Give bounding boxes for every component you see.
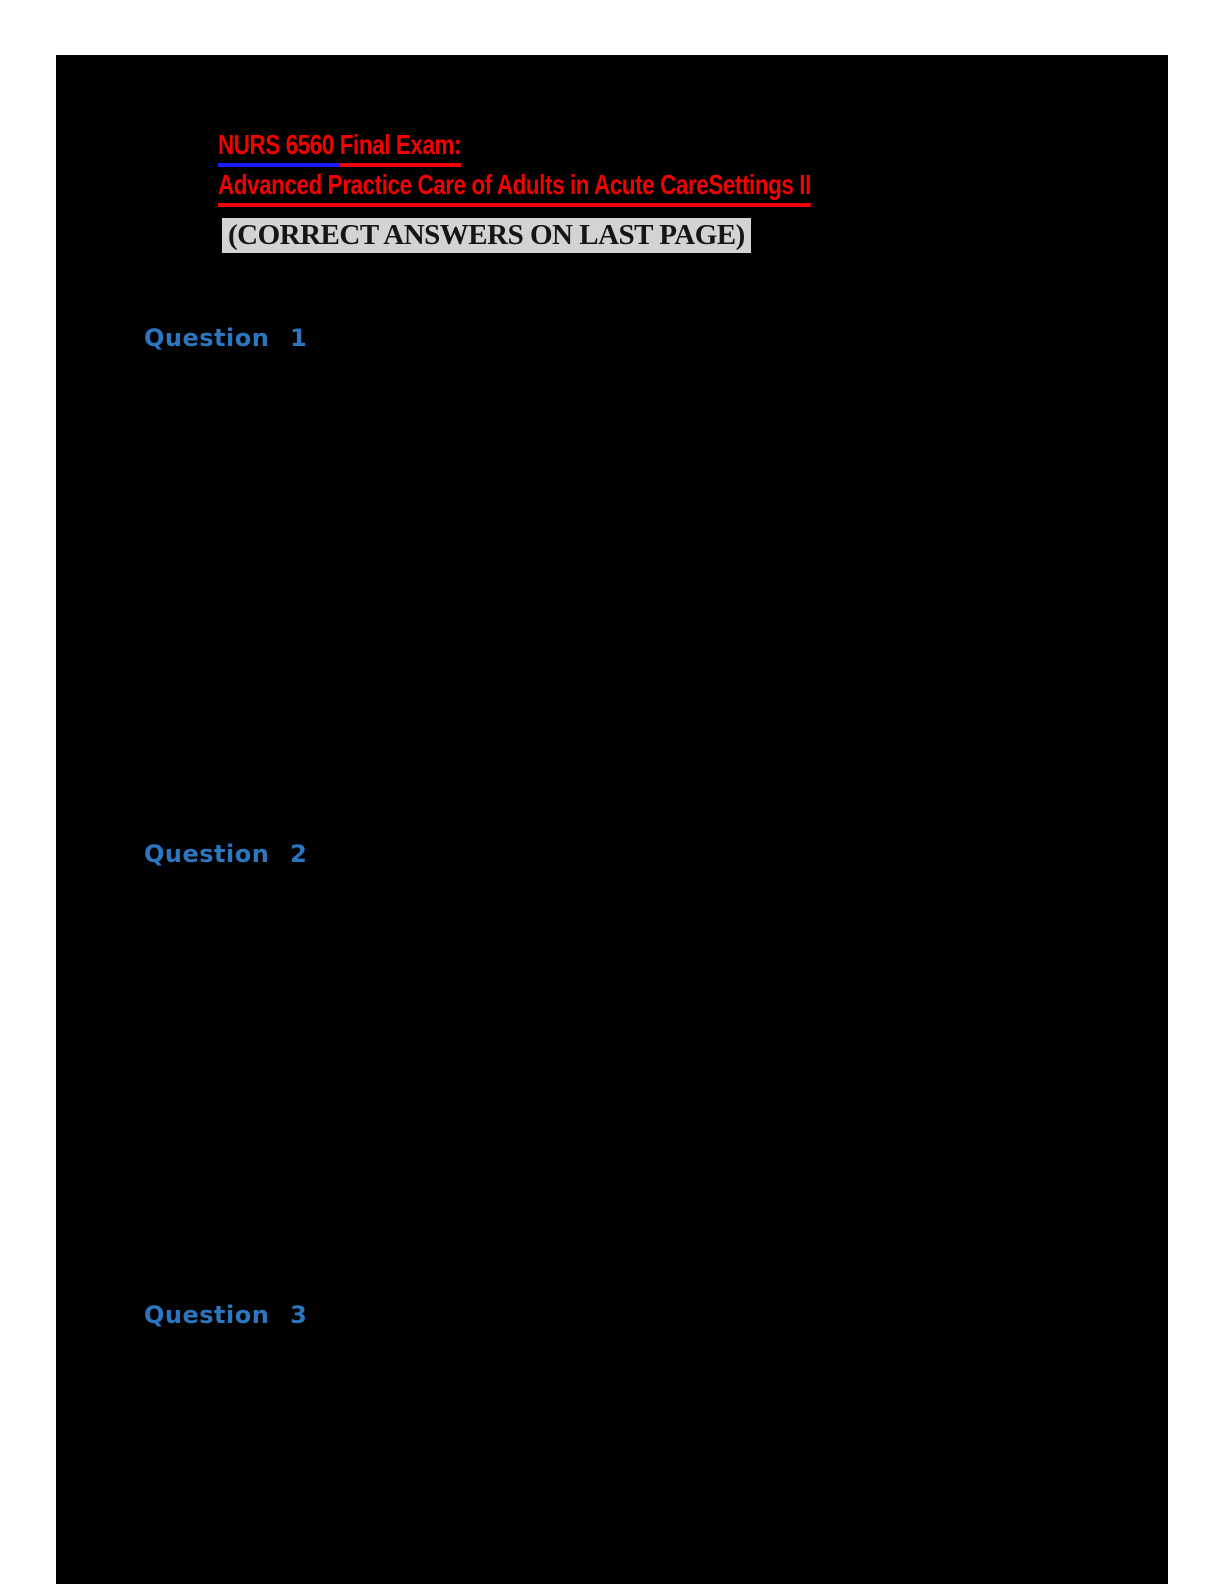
- exam-title-line1: NURS 6560 Final Exam:: [218, 129, 461, 167]
- correct-answers-banner: (CORRECT ANSWERS ON LAST PAGE): [222, 218, 751, 253]
- exam-title-suffix: Final Exam:: [339, 129, 461, 167]
- exam-title-line2: Advanced Practice Care of Adults in Acut…: [218, 169, 811, 207]
- exam-subtitle: Advanced Practice Care of Adults in Acut…: [218, 169, 811, 207]
- question-2-heading: Question 2: [144, 840, 308, 868]
- exam-course-code: NURS 6560: [218, 129, 340, 167]
- question-3-heading: Question 3: [144, 1301, 308, 1329]
- question-1-heading: Question 1: [144, 324, 308, 352]
- blacked-out-page-body: [56, 55, 1168, 1584]
